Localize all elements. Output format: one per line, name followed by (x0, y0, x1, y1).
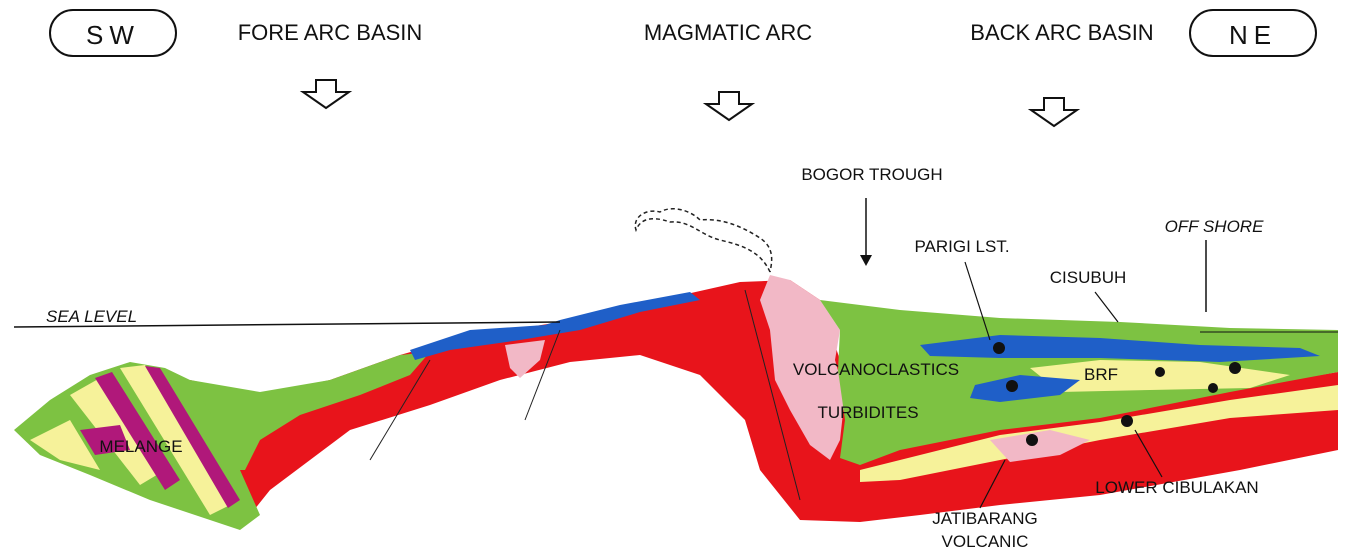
bogor-trough-arrowhead (860, 255, 872, 266)
hydrocarbon-dot (1006, 380, 1018, 392)
cisubuh-label: CISUBUH (1050, 268, 1127, 287)
lower-cibulakan-label: LOWER CIBULAKAN (1095, 478, 1258, 497)
ne-label: NE (1229, 20, 1277, 50)
hydrocarbon-dot (993, 342, 1005, 354)
hydrocarbon-dot (1026, 434, 1038, 446)
volcanoclastics-label: VOLCANOCLASTICS (793, 360, 959, 379)
back-arc-arrow-icon (1031, 98, 1077, 126)
back-arc-basin-label: BACK ARC BASIN (970, 20, 1153, 45)
sw-label: SW (86, 20, 140, 50)
hydrocarbon-dot (1155, 367, 1165, 377)
jatibarang-label-line1: JATIBARANG (932, 509, 1037, 528)
cisubuh-leader (1095, 292, 1118, 322)
sea-level-label: SEA LEVEL (46, 307, 137, 326)
jatibarang-label-line2: VOLCANIC (942, 532, 1029, 551)
magmatic-arc-arrow-icon (706, 92, 752, 120)
ne-direction-box: NE (1190, 10, 1316, 56)
turbidites-label: TURBIDITES (817, 403, 918, 422)
off-shore-label: OFF SHORE (1165, 217, 1265, 236)
melange-label: MELANGE (99, 437, 182, 456)
magmatic-arc-label: MAGMATIC ARC (644, 20, 812, 45)
parigi-label: PARIGI LST. (914, 237, 1009, 256)
hydrocarbon-dot (1229, 362, 1241, 374)
volcano-smoke-icon (635, 209, 771, 272)
fore-arc-arrow-icon (303, 80, 349, 108)
bogor-trough-label: BOGOR TROUGH (801, 165, 942, 184)
fore-arc-basin-label: FORE ARC BASIN (238, 20, 423, 45)
hydrocarbon-dot (1208, 383, 1218, 393)
hydrocarbon-dot (1121, 415, 1133, 427)
sw-direction-box: SW (50, 10, 176, 56)
brf-label: BRF (1084, 365, 1118, 384)
